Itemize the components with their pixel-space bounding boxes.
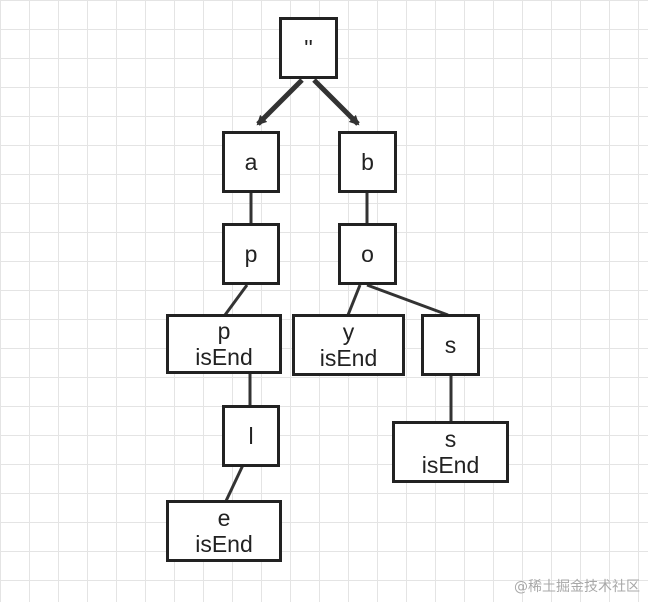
trie-node-b: b — [338, 131, 397, 193]
edge-root-a — [256, 78, 304, 126]
trie-node-appl: l — [222, 405, 280, 467]
is-end-label: isEnd — [195, 531, 253, 557]
trie-node-app: p isEnd — [166, 314, 282, 374]
trie-node-bos: s — [421, 314, 480, 376]
node-label: '' — [304, 35, 313, 61]
trie-node-bo: o — [338, 223, 397, 285]
edge-l-e — [224, 464, 245, 502]
is-end-label: isEnd — [319, 345, 378, 371]
node-label: b — [361, 149, 374, 175]
node-label: p — [244, 241, 258, 267]
is-end-label: isEnd — [421, 452, 480, 478]
trie-node-root: '' — [279, 17, 338, 79]
node-label: p — [217, 318, 231, 344]
node-label: s — [444, 332, 457, 358]
node-label: l — [248, 423, 254, 449]
trie-node-boss: s isEnd — [392, 421, 509, 483]
node-label: a — [244, 149, 258, 175]
edge-o-y — [346, 284, 362, 316]
trie-node-boy: y isEnd — [292, 314, 405, 376]
node-label: s — [444, 426, 457, 452]
node-label: y — [342, 319, 355, 345]
trie-node-a: a — [222, 131, 280, 193]
edge-root-b — [312, 78, 360, 126]
node-label: o — [361, 241, 374, 267]
node-label: e — [217, 505, 231, 531]
watermark-text: @稀土掘金技术社区 — [514, 579, 640, 595]
edge-o-s — [366, 283, 449, 317]
trie-node-apple: e isEnd — [166, 500, 282, 562]
is-end-label: isEnd — [195, 344, 253, 370]
trie-node-ap: p — [222, 223, 280, 285]
edge-p-p — [223, 284, 249, 316]
